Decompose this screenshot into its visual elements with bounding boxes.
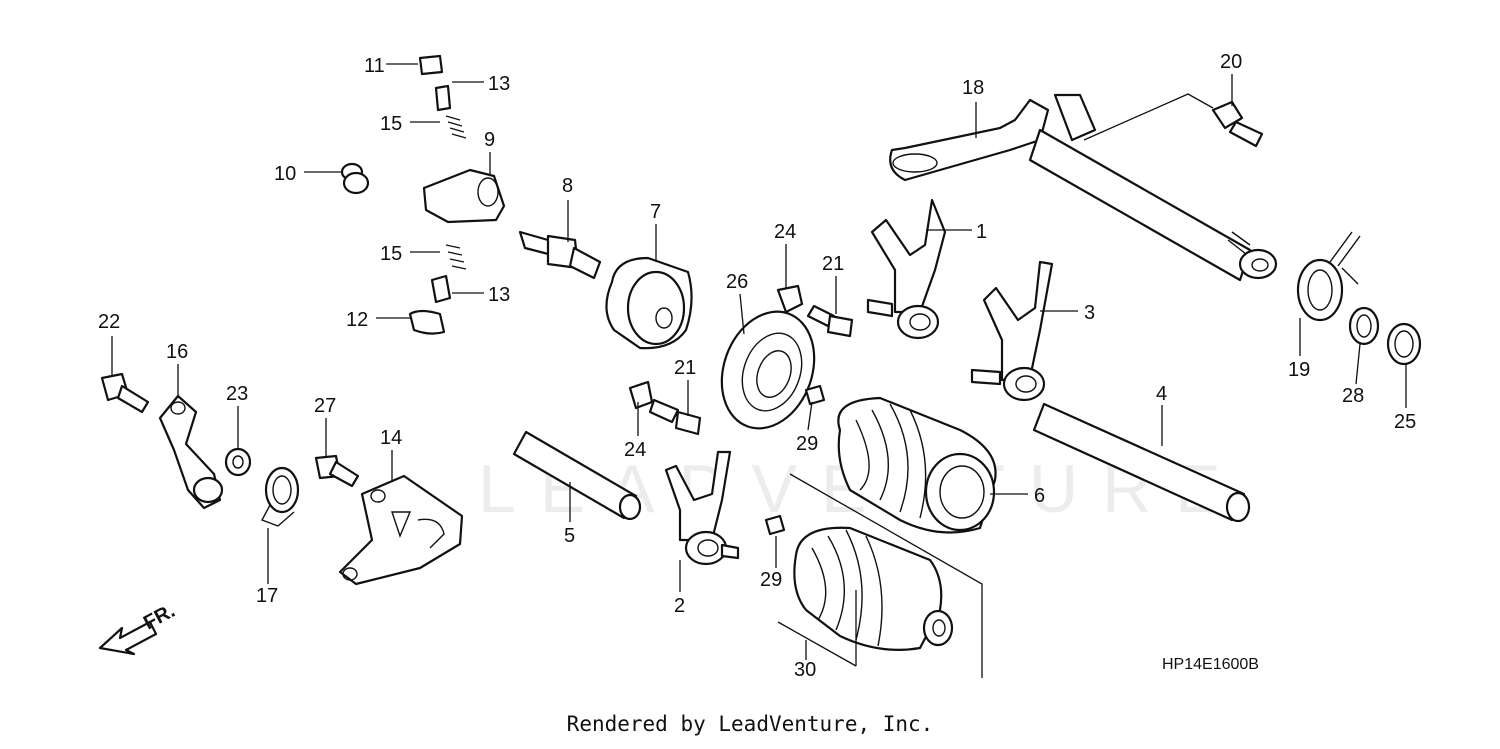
- part-29-pin-upper: [804, 384, 826, 406]
- callout-29-lower: 29: [760, 569, 782, 591]
- part-4-fork-shaft: [1032, 402, 1251, 523]
- part-16-arm: [158, 394, 224, 510]
- callout-2: 2: [674, 595, 685, 617]
- part-17-spring: [261, 466, 300, 527]
- callout-20: 20: [1220, 51, 1242, 73]
- callout-3: 3: [1084, 302, 1095, 324]
- callout-8: 8: [562, 175, 573, 197]
- callout-4: 4: [1156, 383, 1167, 405]
- part-23-washer: [224, 447, 252, 477]
- leader-20: [1083, 93, 1214, 141]
- callout-21-upper: 21: [822, 253, 844, 275]
- part-30-drum-assembly: [793, 526, 954, 651]
- part-25-washer: [1386, 322, 1422, 366]
- callout-28: 28: [1342, 385, 1364, 407]
- callout-19: 19: [1288, 359, 1310, 381]
- callout-23: 23: [226, 383, 248, 405]
- callout-11: 11: [364, 55, 385, 77]
- callout-25: 25: [1394, 411, 1416, 433]
- callout-15-lower: 15: [380, 243, 402, 265]
- part-15-spring-upper: [445, 115, 467, 139]
- part-22-bolt: [100, 372, 150, 414]
- callout-7: 7: [650, 201, 661, 223]
- part-15-spring-lower: [445, 244, 467, 270]
- part-10-cap: [340, 162, 370, 195]
- part-11-cap: [418, 54, 444, 76]
- callout-26: 26: [726, 271, 748, 293]
- part-24-lock-plate-upper: [776, 284, 804, 314]
- part-20-bolt: [1211, 100, 1264, 148]
- part-12-cap: [408, 309, 446, 335]
- part-26-bearing: [720, 310, 816, 430]
- callout-13-lower: 13: [488, 284, 510, 306]
- part-19-spring: [1296, 231, 1361, 322]
- part-2-shift-fork: [664, 450, 740, 566]
- callout-9: 9: [484, 129, 495, 151]
- part-9-stopper: [422, 168, 506, 224]
- part-14-plate: [338, 474, 464, 586]
- callout-17: 17: [256, 585, 278, 607]
- callout-18: 18: [962, 77, 984, 99]
- part-24-lock-plate-lower: [628, 380, 654, 410]
- part-1-shift-fork: [866, 198, 947, 340]
- callout-5: 5: [564, 525, 575, 547]
- part-5-fork-shaft: [512, 430, 642, 521]
- part-18-shift-shaft: [889, 93, 1278, 282]
- part-13-pin-lower: [430, 274, 452, 304]
- leader-6-drum-group: [789, 473, 983, 678]
- callout-24-upper: 24: [774, 221, 796, 243]
- callout-labels: 11 13 15 9 10 15 13 12 8 7 26 24 21 1 3 …: [98, 51, 1416, 681]
- callout-14: 14: [380, 427, 402, 449]
- part-27-bolt: [314, 454, 360, 488]
- callout-12: 12: [346, 309, 368, 331]
- part-6-shift-drum: [837, 396, 997, 534]
- callout-6: 6: [1034, 485, 1045, 507]
- callout-21-lower: 21: [674, 357, 696, 379]
- part-21-bolt-upper: [806, 304, 854, 338]
- part-7-drum-cam: [605, 256, 693, 350]
- callout-27: 27: [314, 395, 336, 417]
- part-13-pin-upper: [434, 84, 452, 112]
- part-21-bolt-lower: [648, 398, 702, 436]
- part-8-pin-bolt: [518, 230, 602, 280]
- part-29-pin-lower: [764, 514, 786, 536]
- diagram-code: HP14E1600B: [1162, 656, 1259, 673]
- callout-10: 10: [274, 163, 296, 185]
- leader-lines: [111, 63, 1407, 667]
- callout-29-upper: 29: [796, 433, 818, 455]
- callout-15-upper: 15: [380, 113, 402, 135]
- callout-22: 22: [98, 311, 120, 333]
- part-28-circlip: [1348, 306, 1380, 346]
- callout-24-lower: 24: [624, 439, 646, 461]
- callout-30: 30: [794, 659, 816, 681]
- callout-1: 1: [976, 221, 987, 243]
- callout-16: 16: [166, 341, 188, 363]
- front-arrow-icon: FR.: [98, 600, 179, 656]
- part-3-shift-fork: [970, 260, 1054, 402]
- callout-13-upper: 13: [488, 73, 510, 95]
- footer-credit: Rendered by LeadVenture, Inc.: [566, 712, 934, 736]
